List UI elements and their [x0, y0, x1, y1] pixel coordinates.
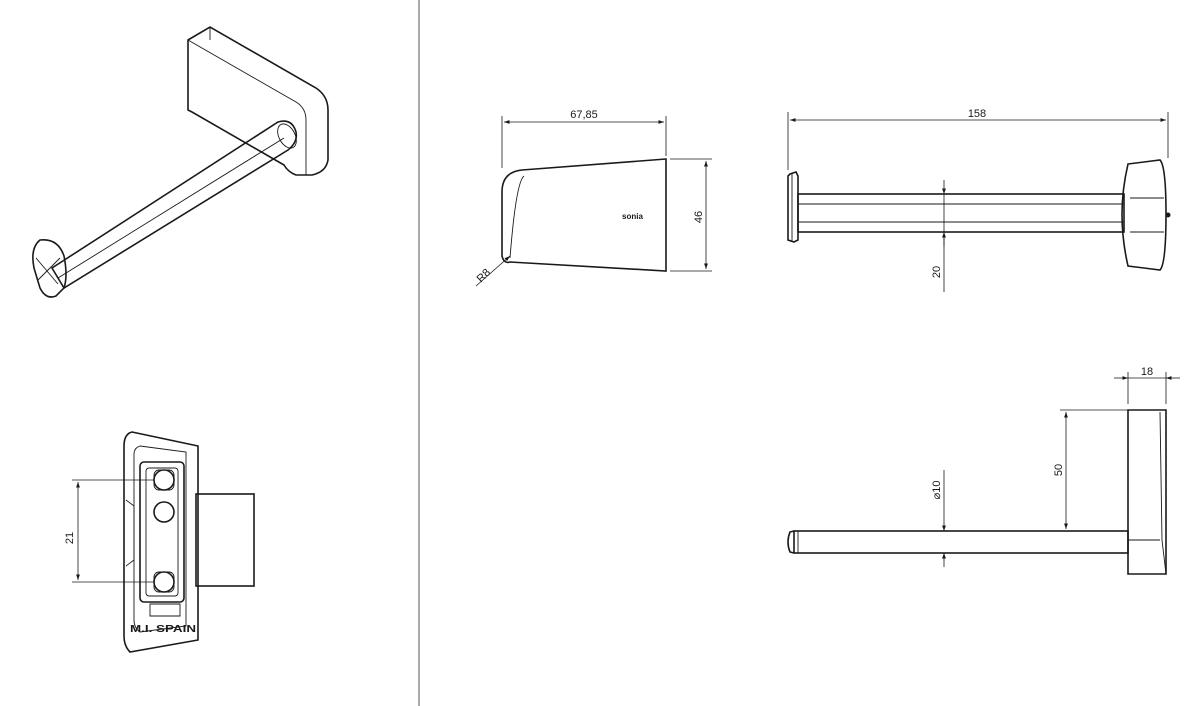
dimension-label-mount-spacing: 21 [64, 532, 76, 544]
dimension-label-length: 158 [968, 108, 986, 120]
dimension-label-height: 46 [693, 211, 705, 223]
isometric-view [32, 26, 329, 298]
dimension-label-bar-diameter: ⌀10 [931, 481, 943, 500]
top-view: 158 20 [787, 108, 1171, 292]
dimension-label-bar-height: 20 [931, 266, 943, 278]
dimension-label-bar-offset: 50 [1053, 464, 1065, 476]
brand-logo: sonia [622, 212, 643, 221]
front-view: 18 50 ⌀10 [787, 366, 1180, 575]
mounting-plate-view: M.I. SPAIN 21 [64, 431, 255, 653]
dimension-label-radius: R8 [475, 267, 493, 285]
side-profile-view: sonia 67,85 46 R8 [475, 109, 712, 287]
origin-stamp: M.I. SPAIN [130, 624, 196, 635]
dimension-label-plate-thickness: 18 [1141, 366, 1153, 378]
dimension-label-depth: 67,85 [570, 109, 598, 121]
